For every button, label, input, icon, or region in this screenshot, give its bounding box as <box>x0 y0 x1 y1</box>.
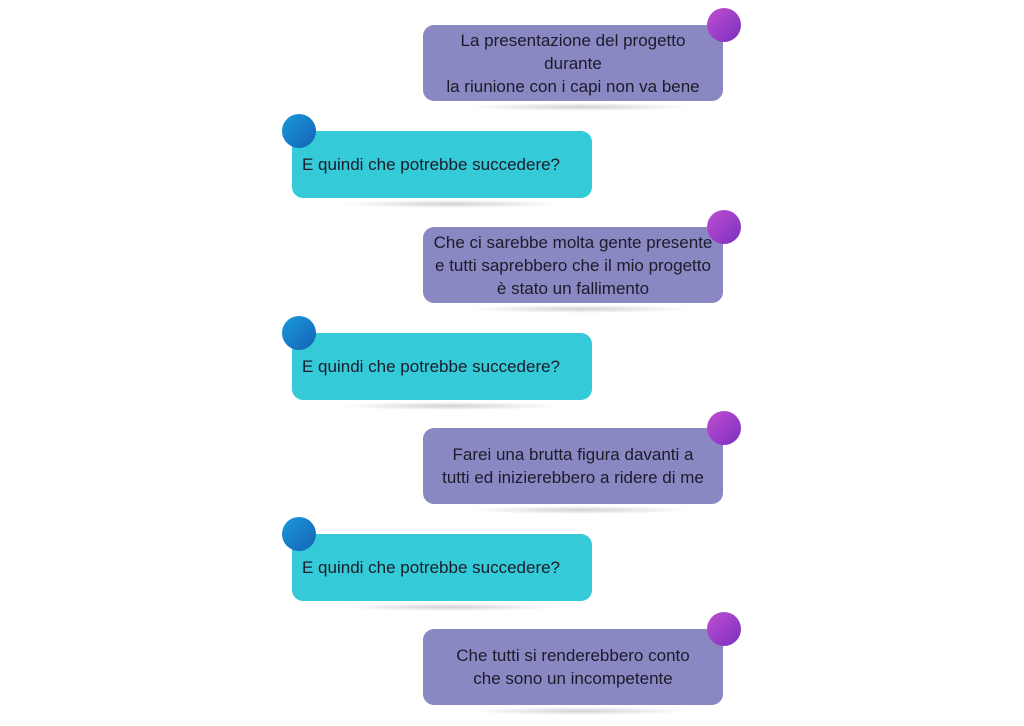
speaker-message-1: La presentazione del progetto durante la… <box>423 8 741 111</box>
message-text: E quindi che potrebbe succedere? <box>302 357 561 376</box>
responder-avatar-icon <box>282 114 316 148</box>
message-text: Che ci sarebbe molta gente presente e tu… <box>433 232 713 298</box>
speaker-avatar-icon <box>707 8 741 42</box>
speaker-avatar-icon <box>707 210 741 244</box>
message-text: E quindi che potrebbe succedere? <box>302 155 561 174</box>
responder-avatar-icon <box>282 316 316 350</box>
speaker-avatar-icon <box>707 411 741 445</box>
speaker-message-3: Farei una brutta figura davanti a tutti … <box>423 411 741 514</box>
message-text: Che tutti si renderebbero conto che sono… <box>456 646 690 688</box>
responder-message-3: E quindi che potrebbe succedere? <box>282 517 592 611</box>
responder-message-1: E quindi che potrebbe succedere? <box>282 114 592 208</box>
message-text: Farei una brutta figura davanti a tutti … <box>442 445 704 487</box>
speaker-message-2: Che ci sarebbe molta gente presente e tu… <box>423 210 741 313</box>
responder-message-2: E quindi che potrebbe succedere? <box>282 316 592 410</box>
message-text: La presentazione del progetto durante la… <box>446 30 700 96</box>
responder-avatar-icon <box>282 517 316 551</box>
speaker-avatar-icon <box>707 612 741 646</box>
speaker-message-4: Che tutti si renderebbero conto che sono… <box>423 612 741 715</box>
message-text: E quindi che potrebbe succedere? <box>302 558 561 577</box>
